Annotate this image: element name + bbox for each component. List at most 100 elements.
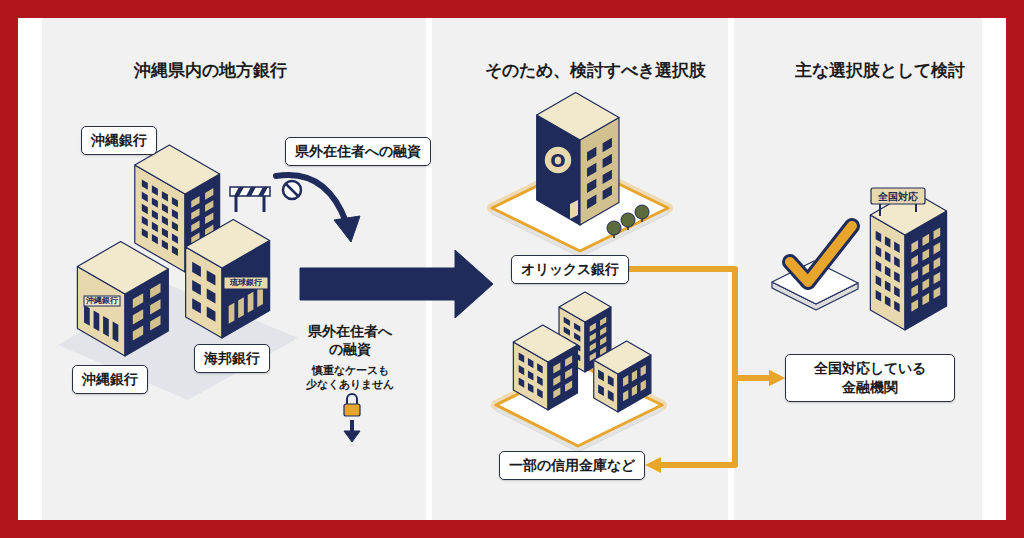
building-window <box>248 292 254 313</box>
building-roof <box>77 242 168 295</box>
bank-sign <box>84 296 120 306</box>
callout-box: 県外在住者への融資 <box>285 137 431 166</box>
panel: そのため、検討すべき選択肢オリックス銀行一部の信用金庫など <box>432 18 728 520</box>
building-window <box>537 388 543 398</box>
building-window <box>103 316 109 337</box>
callout-text: 沖縄銀行 <box>82 370 138 389</box>
building-window <box>519 365 525 375</box>
note-text: 県外在住者へ の融資 <box>295 322 405 358</box>
lock-body <box>344 404 360 416</box>
building-window <box>565 356 572 367</box>
barrier-bar <box>230 187 270 196</box>
building-window <box>590 323 596 332</box>
building-window <box>553 387 560 398</box>
building-window <box>885 236 891 247</box>
building-window <box>152 198 158 208</box>
building-window <box>894 286 900 297</box>
building-window <box>537 363 543 373</box>
building-window <box>603 138 612 152</box>
callout-text: 全国対応している 金融機関 <box>795 359 945 397</box>
building-window <box>911 270 918 282</box>
building-window <box>922 278 929 290</box>
building-window <box>142 204 148 214</box>
panel-ground <box>734 18 982 520</box>
callout-text: 県外在住者への融資 <box>295 142 421 161</box>
building-window <box>94 311 100 332</box>
building-window <box>207 288 216 303</box>
building-roof <box>559 292 611 322</box>
orix-group <box>492 93 668 258</box>
building-window <box>876 290 882 301</box>
building-window <box>162 240 168 250</box>
building-window <box>172 197 178 207</box>
building-window <box>152 185 158 195</box>
callout-text: 海邦銀行 <box>204 349 260 368</box>
check-group <box>772 226 858 310</box>
nationwide-building <box>870 188 946 330</box>
building-window <box>564 317 570 326</box>
callout-box: 沖縄銀行 <box>72 365 148 394</box>
building-window <box>632 370 637 381</box>
building-window <box>894 301 900 312</box>
building-window <box>133 309 143 324</box>
building-window <box>142 228 148 238</box>
connector-arrow <box>629 269 776 378</box>
building-window <box>876 231 882 242</box>
building-window <box>600 327 606 336</box>
building-window <box>600 317 606 326</box>
panel-heading: 沖縄県内の地方銀行 <box>18 60 402 80</box>
building-window <box>598 370 604 382</box>
building-window <box>205 212 213 224</box>
connector-arrow <box>654 378 776 465</box>
building-window <box>152 222 158 232</box>
building-window <box>574 323 580 332</box>
callout-text: 沖縄銀行 <box>91 131 147 150</box>
callout-box: 沖縄銀行 <box>81 126 157 155</box>
building-window <box>528 383 534 393</box>
barrier-stripe <box>234 187 244 196</box>
sign-text: 琉球銀行 <box>230 278 262 288</box>
building-window <box>876 246 882 257</box>
building-window <box>191 196 199 208</box>
sign-post <box>915 204 917 212</box>
building-window <box>152 234 158 244</box>
building-window <box>598 384 604 396</box>
sign-text: 沖縄銀行 <box>86 296 118 306</box>
building-window <box>113 322 119 343</box>
building-window <box>207 307 216 322</box>
down-arrow-head <box>344 431 360 442</box>
building-window <box>191 208 199 220</box>
building-window <box>885 251 891 262</box>
building-window <box>172 209 178 219</box>
panel-heading: 主な選択肢として検討 <box>756 60 1004 80</box>
barrier <box>230 187 270 212</box>
building-window <box>911 300 918 312</box>
building-window <box>238 297 244 318</box>
check-outline <box>790 226 852 282</box>
building-window <box>885 295 891 306</box>
building-window <box>603 154 612 168</box>
building-window <box>162 228 168 238</box>
prohibit-symbol <box>283 181 301 199</box>
building-window <box>894 271 900 282</box>
building-window <box>553 362 560 373</box>
barrier-leg <box>235 196 238 212</box>
building-window <box>590 333 596 342</box>
callout-box: 海邦銀行 <box>194 344 270 373</box>
building-window <box>587 147 596 161</box>
barrier-stripe <box>246 187 256 196</box>
callout-box: 一部の信用金庫など <box>499 451 645 480</box>
ground-slab <box>58 283 298 400</box>
building-window <box>162 191 168 201</box>
building-window <box>876 275 882 286</box>
building-window <box>229 303 235 324</box>
building-window <box>142 192 148 202</box>
building-window <box>537 376 543 386</box>
building-window <box>150 299 160 314</box>
tree <box>635 205 649 219</box>
building-window <box>133 325 143 340</box>
logo-letter: O <box>550 149 565 172</box>
sign-post <box>879 204 881 216</box>
